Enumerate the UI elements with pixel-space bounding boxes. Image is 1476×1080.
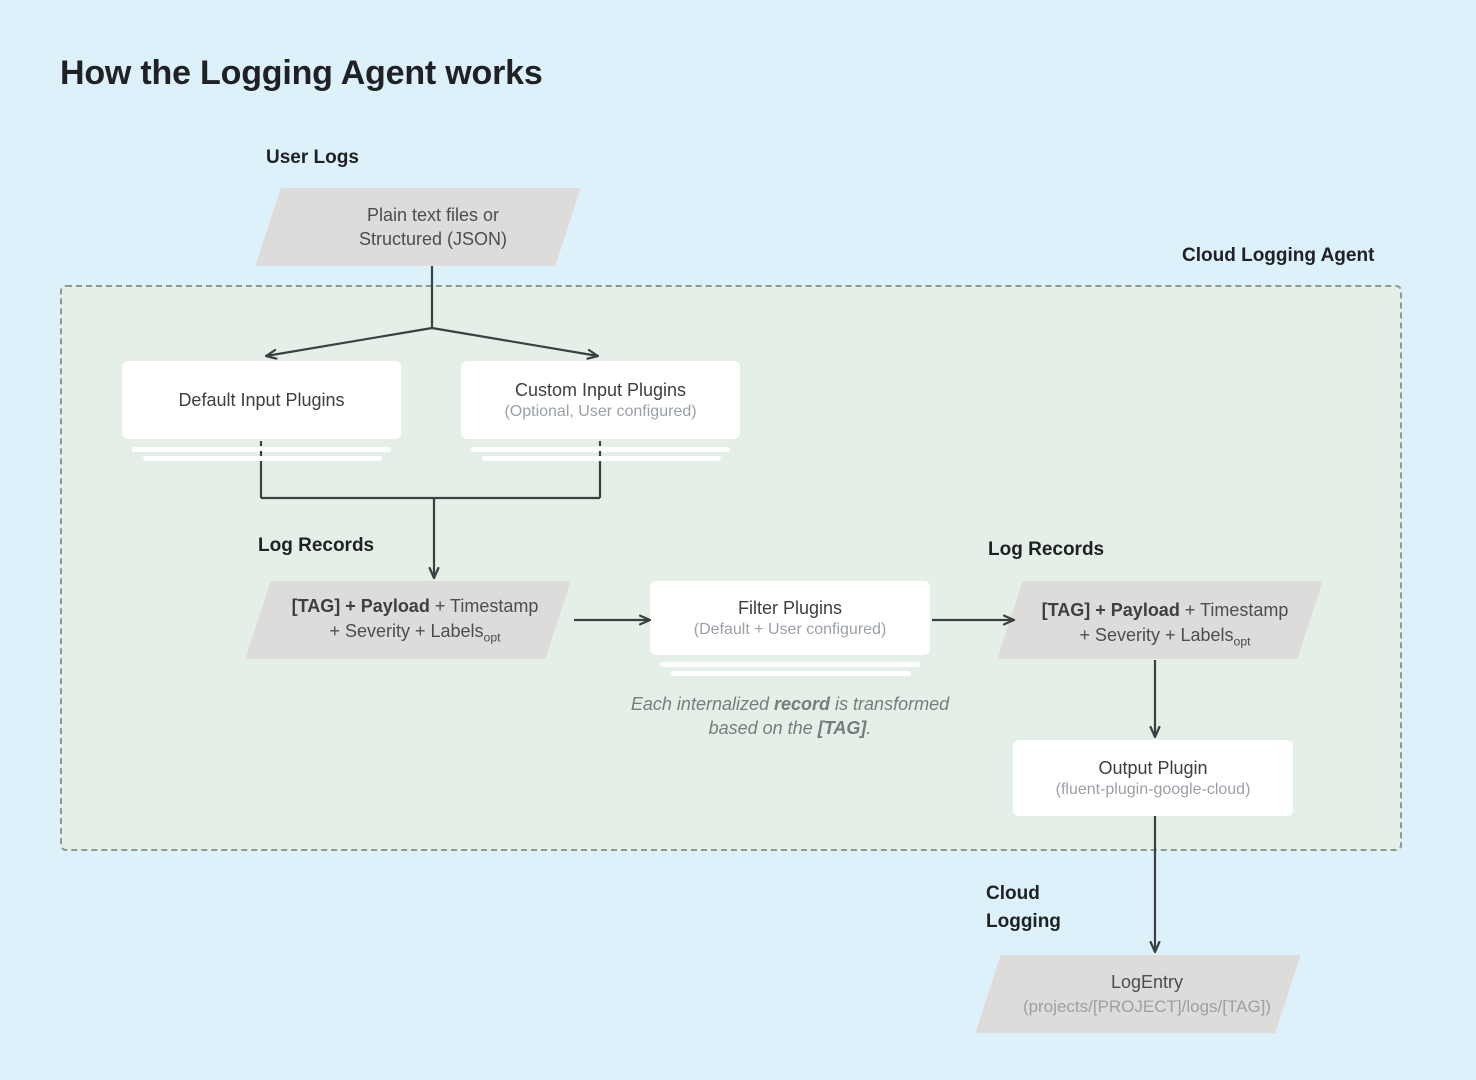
log-record-left-line1: [TAG] + Payload + Timestamp [292,594,539,619]
log-record-left-subscript: opt [483,630,501,645]
user-logs-source-line1: Plain text files or [366,204,500,225]
output-plugin-title: Output Plugin [1098,757,1208,778]
custom-input-plugins-card[interactable]: Custom Input Plugins (Optional, User con… [461,361,740,439]
custom-input-plugins-subtitle: (Optional, User configured) [504,402,697,420]
log-record-right-label: [TAG] + Payload + Timestamp + Severity +… [1000,585,1330,663]
log-record-right-subscript: opt [1233,634,1251,649]
caption-log-records-left: Log Records [258,535,375,556]
log-record-right-line1: [TAG] + Payload + Timestamp [1042,598,1289,623]
log-record-right-line2: + Severity + Labelsopt [1079,623,1250,650]
caption-user-logs: User Logs [266,147,359,168]
log-record-left-line2: + Severity + Labelsopt [329,619,500,646]
default-input-plugins-title: Default Input Plugins [178,389,345,410]
log-record-left-rest: + Timestamp [429,596,539,616]
page-title: How the Logging Agent works [60,54,543,92]
transform-note-line1-pre: Each internalized [630,694,774,714]
filter-plugins-subtitle: (Default + User configured) [693,620,887,638]
log-entry-title: LogEntry [1110,971,1184,992]
default-input-plugins-stack-back [143,456,382,461]
caption-log-records-right: Log Records [988,539,1105,560]
caption-cloud-logging: Cloud Logging [986,880,1061,935]
transform-note-line1-post: is [830,694,849,714]
log-record-left-line2-text: + Severity + Labels [329,620,484,641]
filter-plugins-stack-back [671,671,911,676]
filter-plugins-card[interactable]: Filter Plugins (Default + User configure… [650,581,930,655]
default-input-plugins-card[interactable]: Default Input Plugins [122,361,401,439]
log-record-right-rest: + Timestamp [1179,600,1289,620]
custom-input-plugins-title: Custom Input Plugins [514,379,687,400]
user-logs-source-label: Plain text files or Structured (JSON) [268,188,598,266]
output-plugin-subtitle: (fluent-plugin-google-cloud) [1055,780,1251,798]
caption-cloud-logging-line1: Cloud [986,883,1040,904]
transform-note-line2-bold: [TAG] [817,718,867,739]
transform-note: Each internalized record is transformed … [620,692,960,741]
transform-note-line2-pre: transformed based on the [708,694,950,739]
user-logs-source-line2: Structured (JSON) [358,229,508,249]
log-record-left-bold: [TAG] + Payload [291,596,430,616]
log-entry-subtitle: (projects/[PROJECT]/logs/[TAG]) [1022,996,1272,1016]
transform-note-line2-post: . [866,718,872,739]
log-record-right-line2-text: + Severity + Labels [1079,624,1234,645]
custom-input-plugins-stack-front [471,447,730,452]
custom-input-plugins-stack-back [482,456,721,461]
log-record-left-label: [TAG] + Payload + Timestamp + Severity +… [250,581,580,659]
log-entry-label: LogEntry (projects/[PROJECT]/logs/[TAG]) [982,955,1312,1033]
caption-cloud-logging-agent: Cloud Logging Agent [1182,245,1375,266]
default-input-plugins-stack-front [132,447,391,452]
filter-plugins-title: Filter Plugins [737,597,843,618]
filter-plugins-stack-front [660,662,920,667]
output-plugin-card[interactable]: Output Plugin (fluent-plugin-google-clou… [1013,740,1293,816]
transform-note-line1-bold: record [774,694,831,714]
log-record-right-bold: [TAG] + Payload [1041,600,1180,620]
caption-cloud-logging-line2: Logging [986,910,1061,932]
